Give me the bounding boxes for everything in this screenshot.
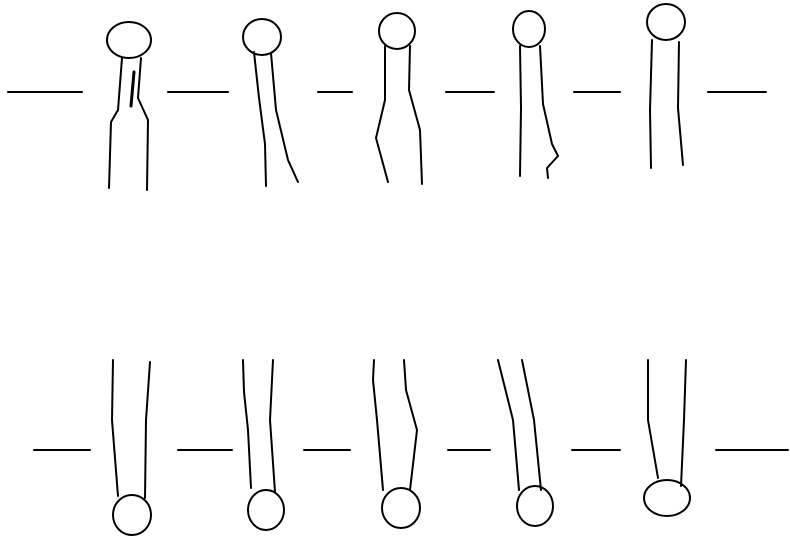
head-circle bbox=[379, 13, 415, 49]
bottom-row bbox=[34, 360, 788, 535]
figure bbox=[647, 4, 685, 168]
figure bbox=[112, 360, 151, 535]
head-circle bbox=[513, 11, 545, 47]
figure bbox=[373, 360, 420, 528]
figure bbox=[243, 19, 298, 186]
head-circle bbox=[647, 4, 685, 40]
body-outline-right bbox=[270, 360, 275, 492]
body-outline-right bbox=[271, 53, 298, 182]
head-circle bbox=[517, 486, 553, 526]
body-outline-right bbox=[145, 362, 150, 498]
head-circle bbox=[382, 488, 420, 528]
head-circle bbox=[243, 19, 281, 55]
body-outline-left bbox=[243, 360, 251, 488]
figure bbox=[243, 360, 284, 530]
body-outline-left bbox=[109, 58, 122, 188]
body-outline-left bbox=[254, 52, 266, 186]
body-outline-right bbox=[678, 42, 683, 165]
body-outline-right bbox=[404, 360, 417, 490]
body-outline-left bbox=[112, 360, 118, 496]
body-outline-right bbox=[540, 46, 558, 178]
body-inner-stroke bbox=[131, 72, 134, 106]
head-circle bbox=[113, 495, 151, 535]
body-outline-left bbox=[648, 360, 658, 478]
figure bbox=[644, 360, 690, 516]
body-outline-left bbox=[373, 360, 383, 490]
body-outline-left bbox=[520, 46, 521, 176]
body-outline-right bbox=[522, 360, 541, 490]
head-circle bbox=[107, 22, 151, 58]
figure bbox=[513, 11, 558, 178]
body-outline-right bbox=[409, 46, 422, 184]
body-outline-left bbox=[376, 46, 388, 182]
body-outline-left bbox=[650, 40, 652, 168]
figure bbox=[498, 360, 553, 526]
head-circle bbox=[644, 480, 690, 516]
head-circle bbox=[248, 490, 284, 530]
body-outline-left bbox=[498, 360, 519, 490]
body-outline-right bbox=[681, 360, 686, 486]
figure bbox=[107, 22, 151, 190]
figure bbox=[376, 13, 422, 184]
top-row bbox=[8, 4, 766, 190]
body-outline-right bbox=[138, 58, 148, 190]
